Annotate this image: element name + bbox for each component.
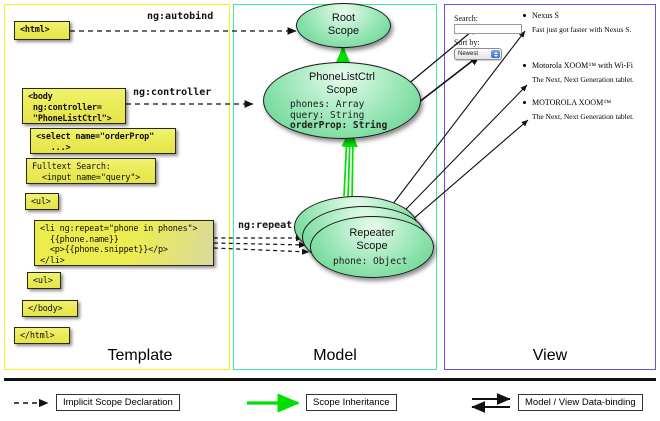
phone-list-item: Motorola XOOM™ with Wi-Fi The Next, Next… [523, 61, 635, 84]
scope-prop-phone: phone: Object [333, 256, 408, 267]
relation-label-ng-controller: ng:controller [133, 87, 212, 98]
code-box-body-close[interactable]: </body> [22, 300, 78, 317]
scope-repeater[interactable]: Repeater Scope phone: Object [310, 216, 434, 278]
sort-by-select[interactable]: Newest [454, 48, 502, 60]
scope-prop-orderprop: orderProp: String [290, 120, 388, 131]
phone-name[interactable]: MOTOROLA XOOM™ [532, 98, 612, 107]
scope-phonelistctrl-title-line1: PhoneListCtrl [308, 71, 376, 83]
code-box-ul-close[interactable]: <ul> [27, 272, 61, 289]
legend-model-view-data-binding: Model / View Data-binding [518, 394, 643, 411]
search-input[interactable] [454, 24, 522, 34]
legend-implicit-scope-declaration: Implicit Scope Declaration [56, 394, 180, 411]
select-arrows-icon [491, 50, 500, 58]
code-box-fulltext-search[interactable]: Fulltext Search: <input name="query"> [26, 158, 156, 184]
relation-label-ng-autobind: ng:autobind [147, 11, 214, 22]
legend-glyph-model-view-data-binding [471, 393, 511, 413]
phone-name[interactable]: Motorola XOOM™ with Wi-Fi [532, 61, 633, 70]
phone-snippet: Fast just got faster with Nexus S. [532, 25, 632, 34]
code-box-html-open[interactable]: <html> [14, 21, 70, 40]
code-box-ul-open[interactable]: <ul> [25, 193, 59, 210]
legend-scope-inheritance: Scope Inheritance [306, 394, 397, 411]
phone-list-item: Nexus S Fast just got faster with Nexus … [523, 11, 632, 34]
sort-by-label: Sort by: [454, 38, 480, 47]
scope-repeater-title-line1: Repeater [349, 227, 395, 239]
phone-name[interactable]: Nexus S [532, 11, 559, 20]
scope-repeater-title-line2: Scope [356, 239, 388, 252]
list-bullet-icon [523, 64, 526, 67]
sort-by-selected-value: Newest [458, 51, 479, 57]
code-box-li-ng-repeat[interactable]: <li ng:repeat="phone in phones"> {{phone… [34, 220, 214, 266]
scope-phonelistctrl-title-line2: Scope [326, 83, 358, 96]
scope-prop-phones: phones: Array [290, 99, 365, 110]
column-model: Model [233, 4, 437, 370]
code-box-html-close[interactable]: </html> [14, 327, 70, 344]
legend-divider [4, 378, 656, 381]
scope-root[interactable]: Root Scope [296, 3, 391, 48]
list-bullet-icon [523, 101, 526, 104]
column-label-view: View [532, 347, 568, 364]
phone-snippet: The Next, Next Generation tablet. [532, 75, 635, 84]
list-bullet-icon [523, 14, 526, 17]
column-label-template: Template [107, 347, 173, 364]
code-box-select-orderprop[interactable]: <select name="orderProp" ...> [30, 128, 176, 154]
scope-phonelistctrl[interactable]: PhoneListCtrl Scope phones: Array query:… [263, 62, 421, 139]
code-box-body-open[interactable]: <body ng:controller= "PhoneListCtrl"> [22, 88, 126, 124]
scope-prop-query: query: String [290, 109, 365, 121]
relation-label-ng-repeat: ng:repeat [238, 220, 293, 231]
scope-root-title-line2: Scope [327, 24, 360, 37]
phone-snippet: The Next, Next Generation tablet. [532, 112, 635, 121]
column-label-model: Model [313, 347, 357, 364]
scope-root-title-line1: Root [331, 12, 356, 24]
phone-list-item: MOTOROLA XOOM™ The Next, Next Generation… [523, 98, 635, 121]
search-label: Search: [454, 14, 478, 23]
